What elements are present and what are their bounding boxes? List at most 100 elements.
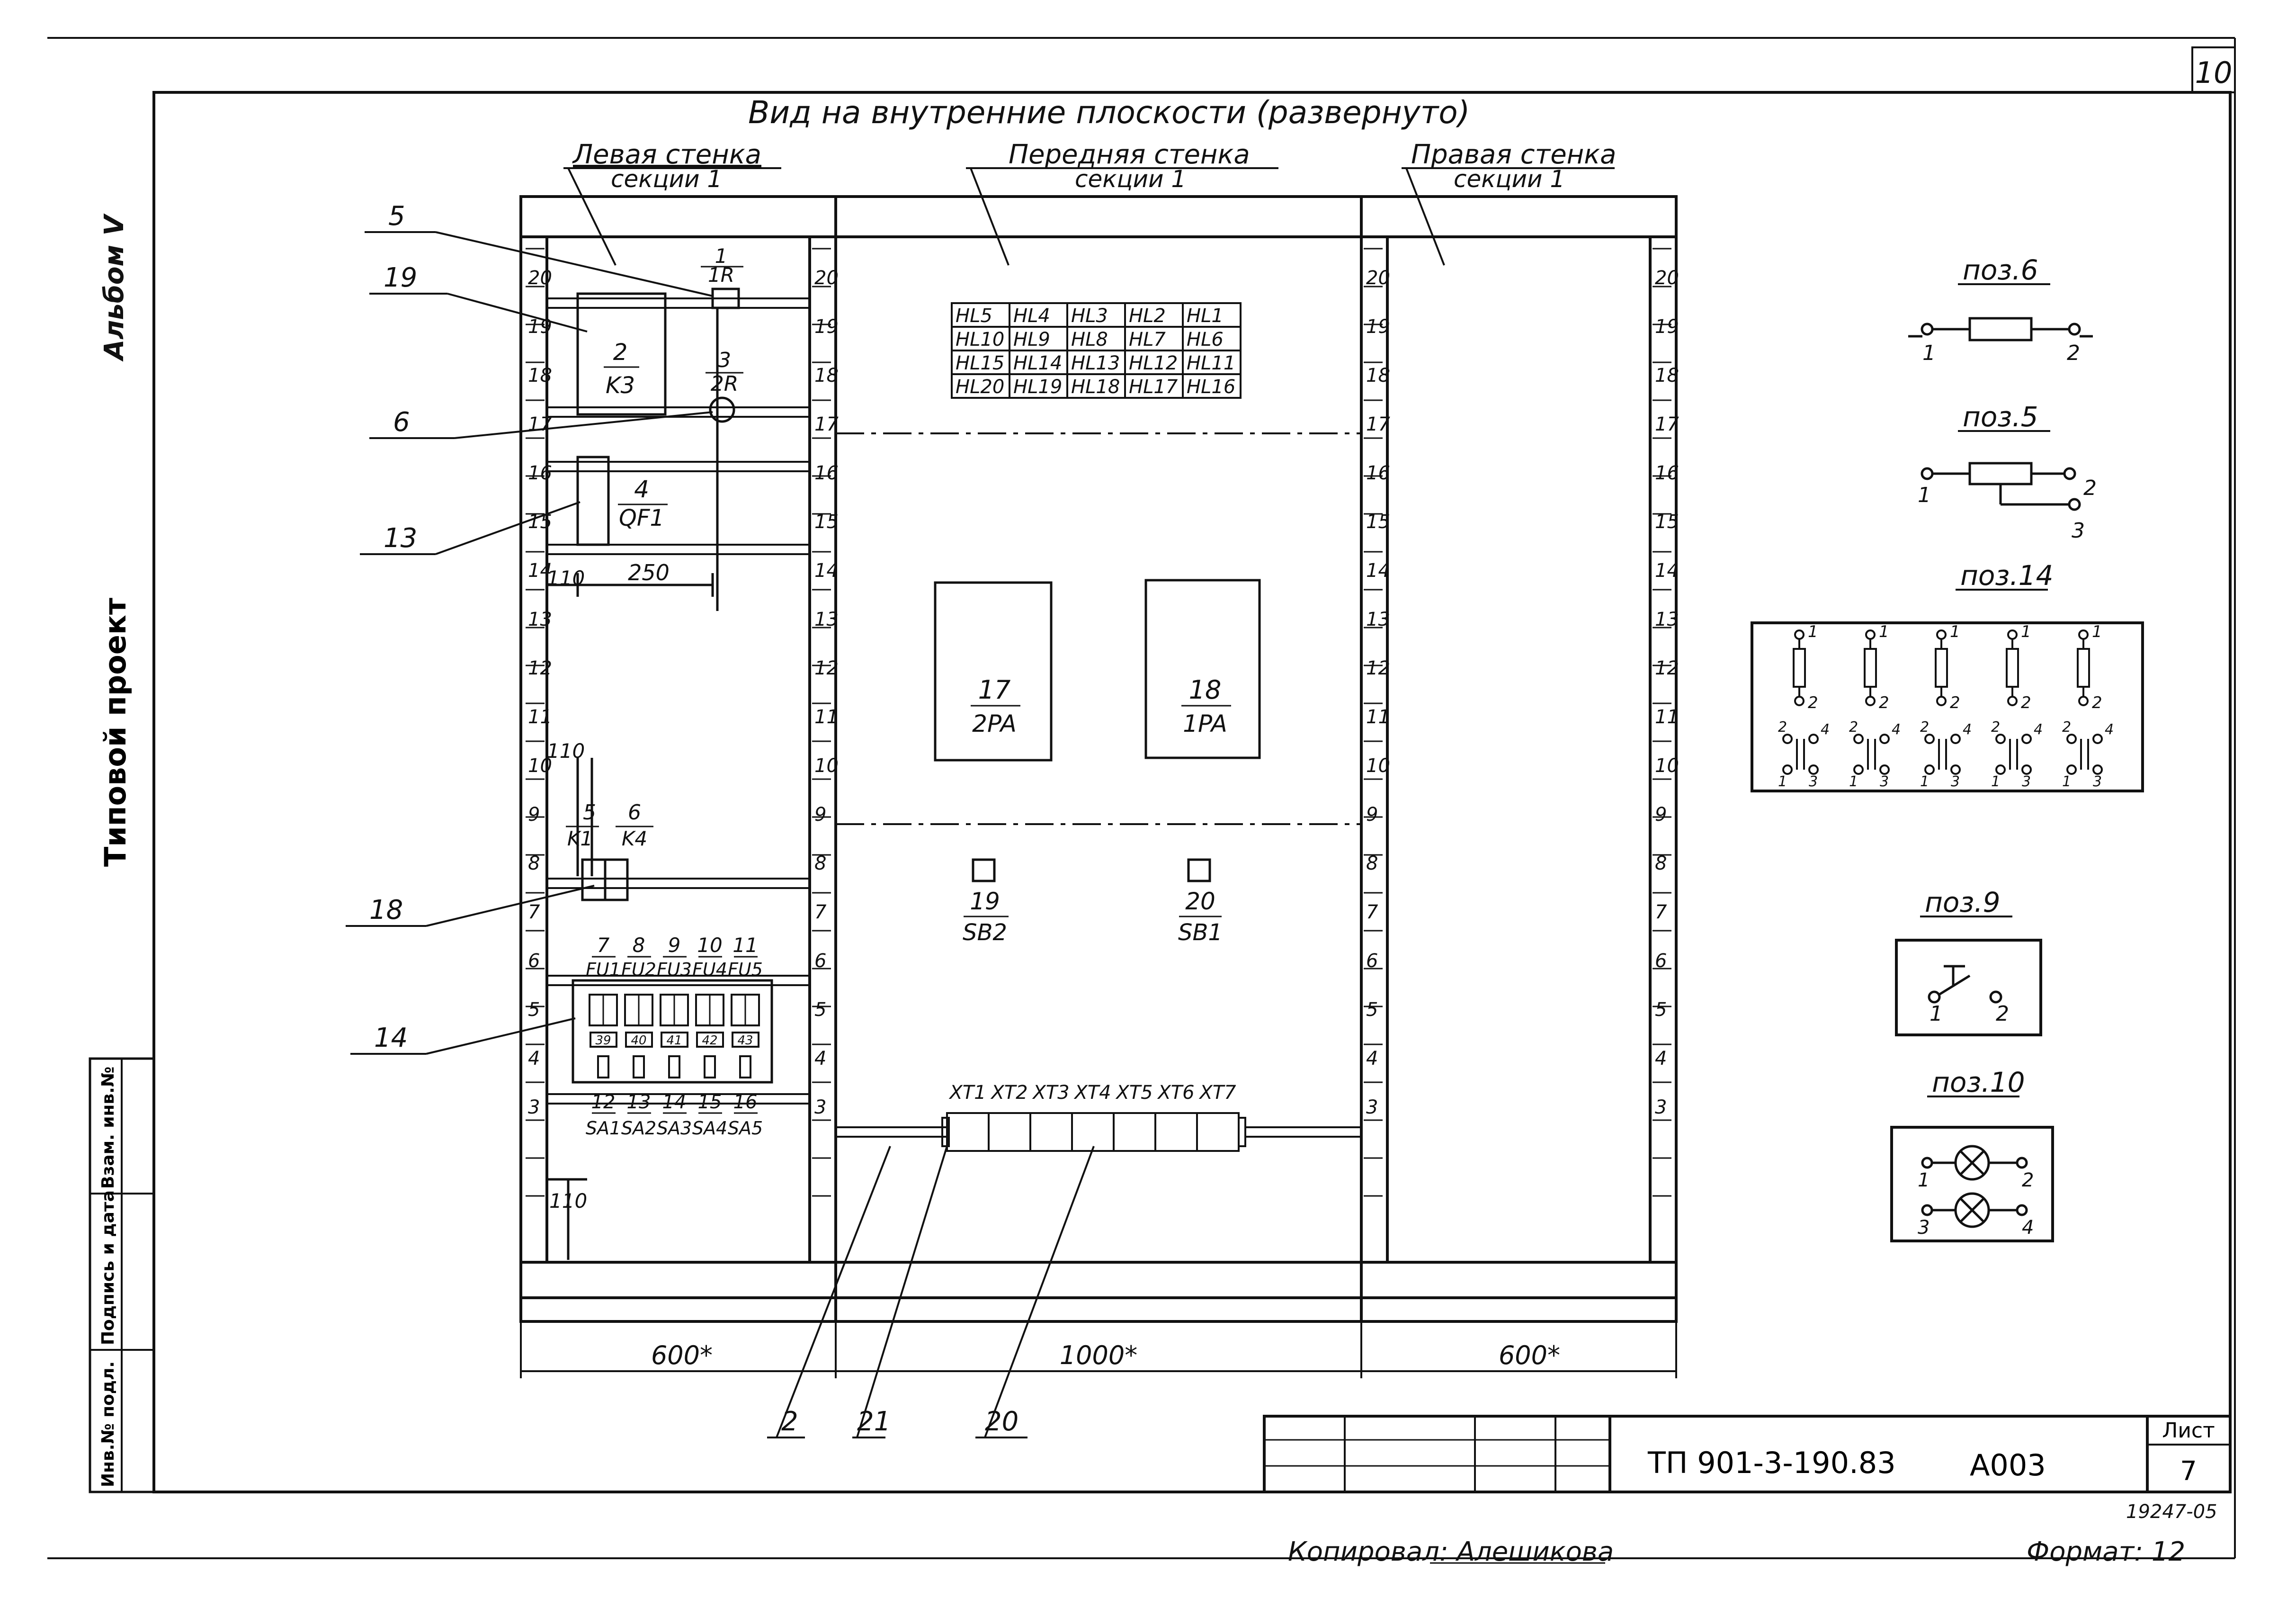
pin-circle xyxy=(1794,629,1805,640)
fuse-code: FU5 xyxy=(728,959,763,980)
terminal-block xyxy=(988,1112,1031,1152)
pin-label: 1 xyxy=(1778,773,1787,790)
scale-number: 3 xyxy=(1655,1096,1667,1118)
terminal-label: XT3 xyxy=(1032,1082,1069,1104)
switch-pin xyxy=(1879,764,1890,775)
scale-number: 6 xyxy=(1655,950,1667,972)
scale-number: 5 xyxy=(528,999,540,1021)
switch-pin xyxy=(2092,734,2103,744)
lamp-label: HL1 xyxy=(1187,305,1224,327)
legend-pos5-pin2: 2 xyxy=(2083,476,2097,500)
scale-number: 20 xyxy=(1655,267,1679,289)
scale-number: 17 xyxy=(1366,413,1390,435)
pin-label: 2 xyxy=(1849,719,1858,736)
fuse-tag-box xyxy=(696,1032,724,1048)
callout-19: 19 xyxy=(384,262,417,293)
scale-number: 13 xyxy=(1655,609,1679,630)
callout-6: 6 xyxy=(393,407,410,438)
fuse-tag: 39 xyxy=(595,1033,611,1048)
scale-number: 13 xyxy=(814,609,839,630)
legend-pos5-pin1: 1 xyxy=(1918,483,1931,507)
section-code: А003 xyxy=(1970,1448,2046,1482)
scale-number: 16 xyxy=(814,462,839,484)
breaker-num: 4 xyxy=(634,476,649,503)
scale-number: 11 xyxy=(1366,706,1390,728)
mounting-lines xyxy=(547,297,1361,1138)
lamp-label: HL18 xyxy=(1071,376,1120,398)
switch-pin xyxy=(2092,764,2103,775)
pin-label: 4 xyxy=(1821,721,1830,738)
front-wall-title: Передняя стенка xyxy=(1009,139,1250,170)
scale-number: 3 xyxy=(1366,1096,1378,1118)
switch-pin xyxy=(1782,764,1793,775)
lamp-label: HL9 xyxy=(1013,329,1050,350)
fuse-num: 11 xyxy=(733,934,758,957)
scale-number: 11 xyxy=(1655,706,1679,728)
resistor-2r xyxy=(709,396,735,423)
switch-code: SA4 xyxy=(692,1118,727,1139)
scale-number: 15 xyxy=(528,511,552,533)
fuse-code: FU1 xyxy=(586,959,621,980)
scale-number: 7 xyxy=(528,901,540,923)
ammeter-1-num: 18 xyxy=(1189,675,1222,705)
scale-number: 17 xyxy=(1655,413,1679,435)
right-wall-subtitle: секции 1 xyxy=(1454,165,1565,193)
scale-number: 9 xyxy=(528,804,540,826)
scale-number: 20 xyxy=(528,267,552,289)
lamp-label: HL17 xyxy=(1129,376,1178,398)
legend-pos10-pin3: 3 xyxy=(1918,1217,1930,1239)
lamp-label: HL8 xyxy=(1071,329,1108,350)
switch-code: SA1 xyxy=(586,1118,621,1139)
relay-1r-num: 1 xyxy=(715,244,728,268)
button-2-num: 19 xyxy=(970,888,1000,915)
ammeter-2-num: 17 xyxy=(978,675,1011,705)
callout-21: 21 xyxy=(857,1406,891,1437)
front-wall-subtitle: секции 1 xyxy=(1075,165,1186,193)
scale-number: 17 xyxy=(814,413,839,435)
pin-label: 2 xyxy=(2062,719,2071,736)
relay-k1-num: 5 xyxy=(583,800,596,825)
switch-pin xyxy=(1853,764,1864,775)
pin-circle xyxy=(1794,696,1805,706)
switch-body xyxy=(668,1055,680,1078)
fuse-symbol xyxy=(1793,648,1806,688)
switch-code: SA3 xyxy=(657,1118,692,1139)
stamp-inv: Инв.№ подл. xyxy=(98,1361,118,1487)
fuse-tag-box xyxy=(661,1032,688,1048)
pin-label: 1 xyxy=(1849,773,1858,790)
scale-number: 13 xyxy=(528,609,552,630)
relay-1r xyxy=(711,287,740,309)
scale-number: 15 xyxy=(1366,511,1390,533)
fuse-symbol xyxy=(1935,648,1948,688)
pin-label: 2 xyxy=(1920,719,1929,736)
pin-circle xyxy=(1865,629,1876,640)
relay-k4-num: 6 xyxy=(628,800,641,825)
dim-110-b: 110 xyxy=(547,739,585,763)
scale-number: 14 xyxy=(814,560,839,582)
pin-circle xyxy=(1936,696,1947,706)
lamp-label: HL14 xyxy=(1013,352,1062,374)
pin-label: 4 xyxy=(2034,721,2043,738)
format-label: Формат: 12 xyxy=(2027,1536,2185,1567)
pin-label: 1 xyxy=(1991,773,2000,790)
pin-circle xyxy=(2007,629,2018,640)
inv-number: 19247-05 xyxy=(2126,1501,2217,1523)
scale-number: 18 xyxy=(1655,365,1679,386)
switch-pin xyxy=(1995,764,2006,775)
switch-body xyxy=(597,1055,609,1078)
wall-captions: Левая стенка секции 1 Передняя стенка се… xyxy=(563,139,1616,193)
scale-number: 12 xyxy=(1366,657,1390,679)
switch-pin xyxy=(2021,734,2032,744)
pin-label: 3 xyxy=(2022,773,2031,790)
scale-number: 4 xyxy=(1655,1048,1667,1069)
lamp-label: HL5 xyxy=(956,305,992,327)
lamp-label: HL3 xyxy=(1071,305,1108,327)
scale-number: 15 xyxy=(1655,511,1679,533)
project-code: ТП 901-3-190.83 xyxy=(1647,1446,1896,1480)
switch-pin xyxy=(2066,734,2077,744)
resistor-num: 3 xyxy=(718,348,731,372)
lamp-label: HL11 xyxy=(1187,352,1235,374)
legend-pos9-pin2: 2 xyxy=(1996,1002,2009,1026)
